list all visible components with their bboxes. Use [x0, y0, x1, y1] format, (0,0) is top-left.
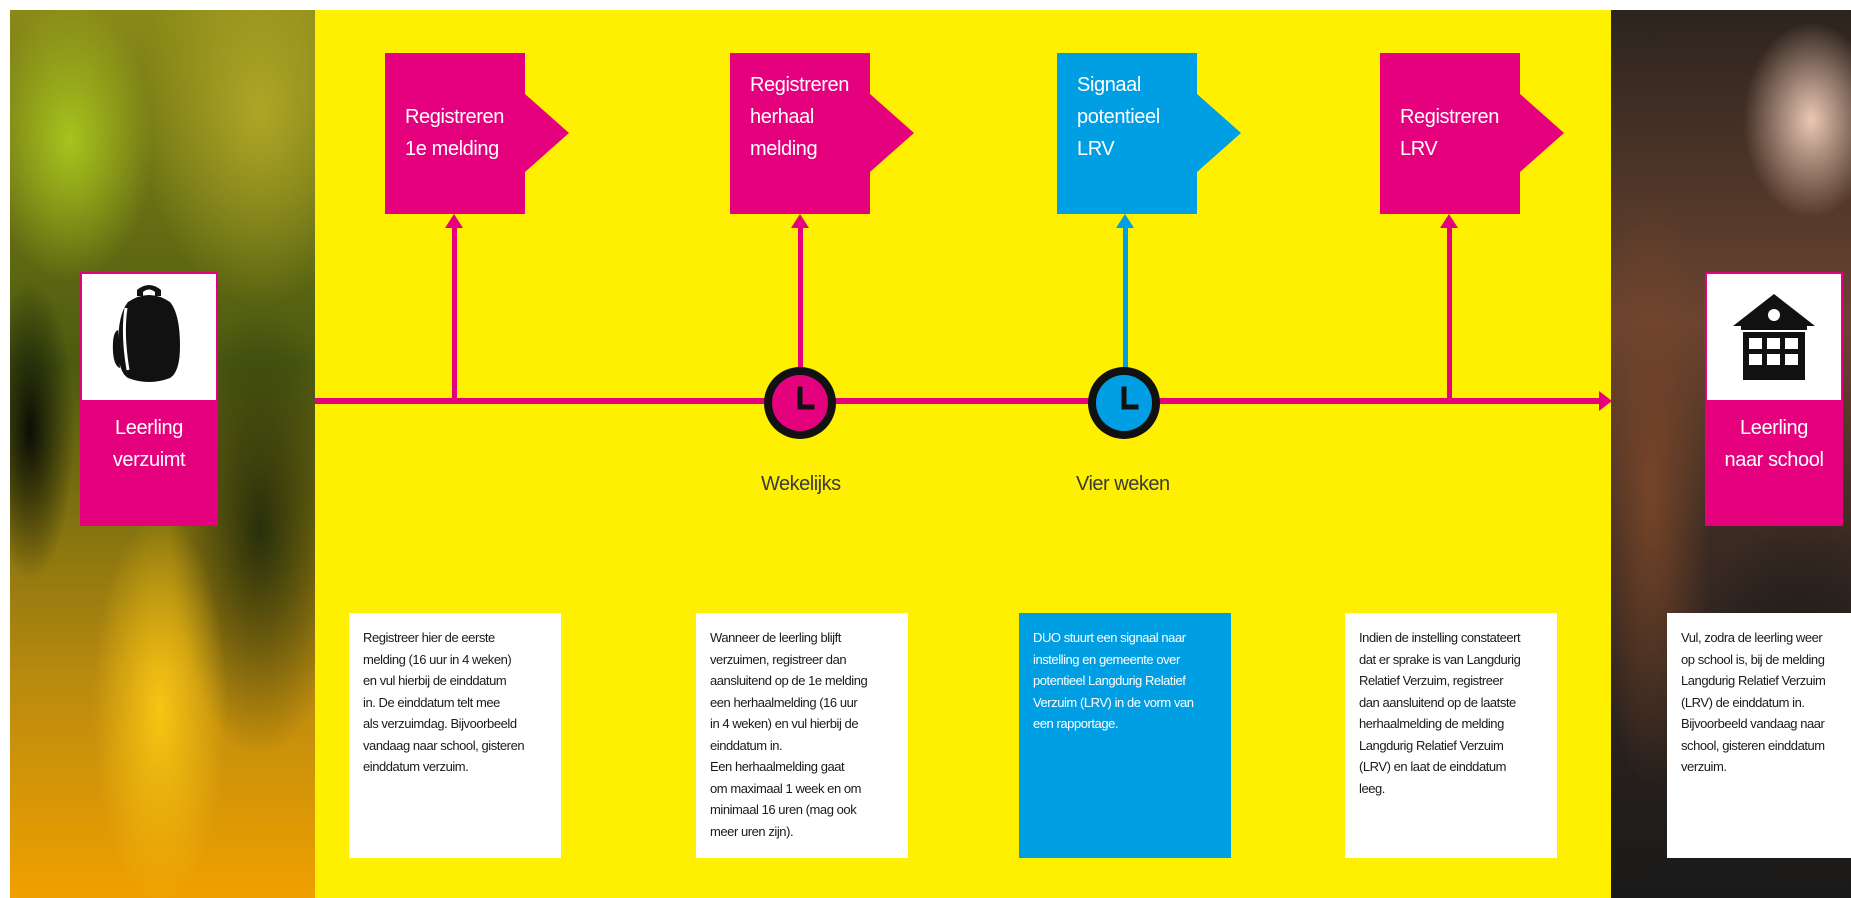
description-herhaal-melding: Wanneer de leerling blijft verzuimen, re… [696, 613, 908, 858]
description-line: school, gisteren einddatum [1681, 737, 1825, 753]
step-arrow-tab [525, 94, 569, 172]
description-line: verzuim. [1681, 759, 1727, 774]
description-line: einddatum verzuim. [363, 759, 469, 774]
backpack-icon [112, 285, 180, 382]
clock-hands [797, 386, 815, 410]
timeline-line [315, 398, 1603, 404]
step-arrow-tab [1197, 94, 1241, 172]
connector-step-2 [798, 228, 803, 380]
card-label-line: naar school [1724, 449, 1824, 471]
card-label-line: verzuimt [112, 449, 186, 471]
description-line: Een herhaalmelding gaat [710, 759, 845, 774]
connector-arrowhead-step-3 [1116, 214, 1134, 228]
description-line: Indien de instelling constateert [1359, 630, 1521, 645]
description-line: dat er sprake is van Langdurig [1359, 651, 1521, 667]
description-line: Wanneer de leerling blijft [710, 630, 841, 645]
description-leerling-naar-school: Vul, zodra de leerling weer op school is… [1667, 613, 1851, 858]
clock-hands [1121, 386, 1139, 410]
description-line: potentieel Langdurig Relatief [1033, 673, 1186, 688]
description-line: instelling en gemeente over [1033, 651, 1180, 667]
description-line: een herhaalmelding (16 uur [710, 694, 858, 710]
step-label-line: Registreren [405, 106, 504, 128]
step-label-line: melding [750, 138, 818, 160]
step-box: Registreren LRV [1380, 53, 1520, 214]
card-leerling-naar-school: Leerling naar school [1705, 272, 1843, 526]
clock-label-vier-weken: Vier weken [1076, 473, 1170, 495]
process-diagram: Registreren 1e melding Registreren herha… [10, 10, 1851, 898]
description-line: Relatief Verzuim, registreer [1359, 673, 1504, 688]
card-icon-area [1707, 274, 1841, 400]
description-line: aansluitend op de 1e melding [710, 673, 868, 688]
description-line: (LRV) de einddatum in. [1681, 694, 1805, 710]
description-line: Vul, zodra de leerling weer [1681, 630, 1823, 645]
card-label: Leerling verzuimt [82, 412, 216, 476]
description-1e-melding: Registreer hier de eerste melding (16 uu… [349, 613, 561, 858]
step-label-line: Registreren [750, 74, 849, 96]
step-box: Signaal potentieel LRV [1057, 53, 1197, 214]
description-registreren-lrv: Indien de instelling constateert dat er … [1345, 613, 1557, 858]
step-arrow-tab [870, 94, 914, 172]
clock-icon [1088, 367, 1160, 439]
description-line: DUO stuurt een signaal naar [1033, 630, 1186, 645]
description-line: dan aansluitend op de laatste [1359, 694, 1516, 710]
description-line: in. De einddatum telt mee [363, 694, 500, 710]
connector-step-3 [1123, 228, 1128, 380]
card-label-line: Leerling [115, 417, 183, 439]
step-arrow-tab [1520, 94, 1564, 172]
connector-step-4 [1447, 228, 1452, 401]
description-line: een rapportage. [1033, 716, 1119, 731]
description-line: leeg. [1359, 780, 1385, 796]
card-leerling-verzuimt: Leerling verzuimt [80, 272, 218, 526]
step-box: Registreren herhaal melding [730, 53, 870, 214]
description-line: Langdurig Relatief Verzuim [1681, 673, 1826, 688]
step-label-line: 1e melding [405, 138, 499, 160]
description-line: einddatum in. [710, 737, 783, 753]
description-line: en vul hierbij de einddatum [363, 673, 507, 688]
description-line: verzuimen, registreer dan [710, 651, 847, 667]
description-line: als verzuimdag. Bijvoorbeeld [363, 716, 517, 731]
card-label: Leerling naar school [1707, 412, 1841, 476]
description-line: minimaal 16 uren (mag ook [710, 802, 857, 817]
step-label-line: Registreren [1400, 106, 1499, 128]
description-line: Langdurig Relatief Verzuim [1359, 737, 1504, 753]
card-icon-area [82, 274, 216, 400]
description-line: in 4 weken) en vul hierbij de [710, 716, 859, 731]
step-box: Registreren 1e melding [385, 53, 525, 214]
connector-arrowhead-step-2 [791, 214, 809, 228]
connector-step-1 [452, 228, 457, 401]
school-building-icon [1733, 294, 1815, 380]
step-label-line: herhaal [750, 106, 814, 128]
step-label-line: LRV [1400, 138, 1438, 160]
clock-icon [764, 367, 836, 439]
description-signaal-lrv: DUO stuurt een signaal naar instelling e… [1019, 613, 1231, 858]
timeline-arrowhead [1599, 391, 1612, 411]
clock-label-wekelijks: Wekelijks [761, 473, 841, 495]
step-label-line: potentieel [1077, 106, 1160, 128]
card-label-line: Leerling [1740, 417, 1808, 439]
description-line: Registreer hier de eerste [363, 630, 495, 645]
step-label-line: Signaal [1077, 74, 1141, 96]
description-line: (LRV) en laat de einddatum [1359, 759, 1507, 774]
connector-arrowhead-step-4 [1440, 214, 1458, 228]
step-label-line: LRV [1077, 138, 1115, 160]
connector-arrowhead-step-1 [445, 214, 463, 228]
description-line: meer uren zijn). [710, 823, 794, 839]
description-line: om maximaal 1 week en om [710, 780, 862, 796]
description-line: Verzuim (LRV) in de vorm van [1033, 694, 1194, 710]
description-line: melding (16 uur in 4 weken) [363, 651, 512, 667]
description-line: vandaag naar school, gisteren [363, 737, 525, 753]
description-line: Bijvoorbeeld vandaag naar [1681, 716, 1825, 731]
description-line: op school is, bij de melding [1681, 651, 1825, 667]
description-line: herhaalmelding de melding [1359, 716, 1504, 731]
